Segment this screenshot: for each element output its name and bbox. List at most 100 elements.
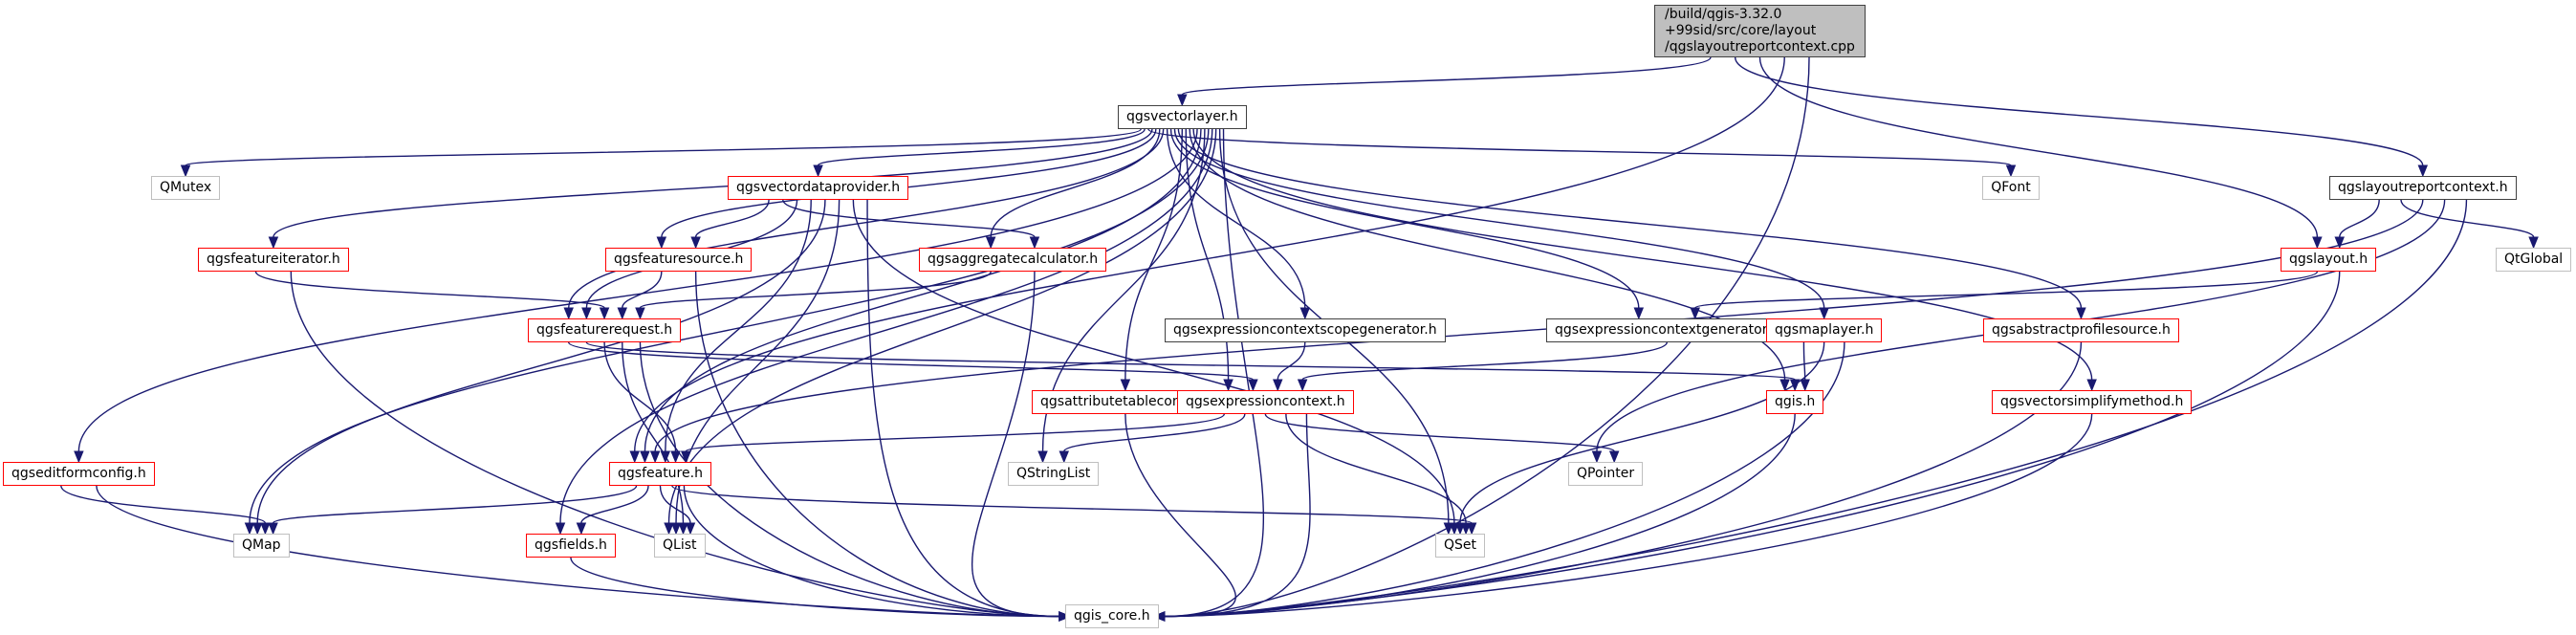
node-label: QSet	[1444, 537, 1477, 553]
edge-qgsvectorlayer-to-qgsfeatureiterator	[273, 128, 1153, 238]
arrowhead-icon	[2417, 164, 2429, 178]
node-qpointer[interactable]: QPointer	[1568, 462, 1644, 486]
node-label: qgsexpressioncontextgenerator.h	[1555, 322, 1779, 338]
edge-qgsfeatureiterator-to-qgis_core	[290, 271, 1059, 618]
edge-root-to-qgslayout	[1758, 56, 2319, 238]
node-qgseditformconfig[interactable]: qgseditformconfig.h	[3, 462, 155, 486]
node-label: qgsaggregatecalculator.h	[928, 252, 1099, 267]
arrowhead-icon	[656, 236, 667, 250]
edge-qgsvectorsimplifymethod-to-qgis_core	[1164, 413, 2093, 618]
edge-root-to-qgsfeature	[634, 56, 1785, 452]
edge-qgslayoutreportcontext-to-qgslayout	[2339, 199, 2380, 238]
edge-qgsvectorlayer-to-qgsvectordataprovider	[817, 128, 1146, 166]
edge-qgsfeaturerequest-to-qgsfeature	[603, 341, 677, 452]
edge-qgsfields-to-qgis_core	[570, 557, 1059, 618]
edge-qgsvectorlayer-to-qgsfields	[559, 128, 1213, 524]
arrowhead-icon	[1152, 611, 1166, 622]
edge-qgslayout-to-qgsexpressioncontextgenerator	[1694, 271, 2319, 309]
node-qset[interactable]: QSet	[1435, 534, 1486, 558]
node-qgsfields[interactable]: qgsfields.h	[526, 534, 616, 558]
node-qlist[interactable]: QList	[654, 534, 706, 558]
arrowhead-icon	[1633, 307, 1645, 320]
node-qgsexpressioncontextscopegenerator[interactable]: qgsexpressioncontextscopegenerator.h	[1165, 318, 1446, 342]
node-label: qgsmaplayer.h	[1775, 322, 1874, 338]
arrowhead-icon	[2076, 307, 2086, 320]
node-qgsvectorsimplifymethod[interactable]: qgsvectorsimplifymethod.h	[1992, 390, 2193, 414]
edge-qgslayoutreportcontext-to-QtGlobal	[2400, 199, 2535, 238]
arrowhead-icon	[617, 307, 628, 320]
node-label-line: /qgslayoutreportcontext.cpp	[1665, 39, 1855, 55]
arrowhead-icon	[664, 522, 674, 536]
arrowhead-icon	[629, 450, 640, 464]
node-label: qgsfields.h	[535, 537, 607, 553]
arrowhead-icon	[2528, 236, 2539, 250]
edge-qgsvectorlayer-to-QFont	[1147, 128, 2012, 166]
node-label: QPointer	[1577, 466, 1635, 481]
arrowhead-icon	[1177, 94, 1188, 107]
node-label: qgsfeaturerequest.h	[536, 322, 673, 338]
node-label: QStringList	[1016, 466, 1091, 481]
edge-qgsfeature-to-qgsfields	[580, 485, 649, 524]
node-root[interactable]: /build/qgis-3.32.0+99sid/src/core/layout…	[1654, 5, 1866, 57]
edge-qgsvectorlayer-to-QList	[667, 128, 1217, 524]
node-qgslayoutreportcontext[interactable]: qgslayoutreportcontext.h	[2329, 176, 2517, 200]
arrowhead-icon	[635, 307, 645, 320]
node-qgsexpressioncontextgenerator[interactable]: qgsexpressioncontextgenerator.h	[1546, 318, 1788, 342]
node-label: qgsabstractprofilesource.h	[1992, 322, 2171, 338]
edge-qgsvectorlayer-to-qgsexpressioncontextscopegenerator	[1166, 128, 1306, 309]
edge-qgsmaplayer-to-qgis_core	[1164, 341, 1845, 618]
node-qgis[interactable]: qgis.h	[1766, 390, 1824, 414]
node-qgsfeaturerequest[interactable]: qgsfeaturerequest.h	[528, 318, 682, 342]
edge-qgsfeature-to-QMap	[272, 485, 638, 524]
node-qstringlist[interactable]: QStringList	[1008, 462, 1100, 486]
node-qgsvectorlayer[interactable]: qgsvectorlayer.h	[1118, 105, 1247, 129]
edge-qgsvectordataprovider-to-QMap	[256, 199, 826, 524]
node-qgsabstractprofilesource[interactable]: qgsabstractprofilesource.h	[1983, 318, 2179, 342]
edge-qgsmaplayer-to-QSet	[1459, 341, 1825, 524]
node-label: qgsfeaturesource.h	[614, 252, 744, 267]
arrowhead-icon	[1029, 236, 1040, 250]
node-qgslayout[interactable]: qgslayout.h	[2281, 248, 2377, 272]
edge-qgsvectorlayer-to-QMutex	[185, 128, 1142, 166]
edge-qgsattributetableconfig-to-qgis_core	[1124, 413, 1236, 618]
node-qmutex[interactable]: QMutex	[151, 176, 221, 200]
arrowhead-icon	[985, 236, 996, 250]
node-label: qgslayoutreportcontext.h	[2338, 180, 2508, 195]
node-qgsfeature[interactable]: qgsfeature.h	[609, 462, 711, 486]
node-qgsfeatureiterator[interactable]: qgsfeatureiterator.h	[198, 248, 349, 272]
arrowhead-icon	[180, 164, 191, 178]
node-label: qgsattributetableconfig.h	[1040, 394, 1211, 409]
node-qgsmaplayer[interactable]: qgsmaplayer.h	[1766, 318, 1883, 342]
node-qgsaggregatecalculator[interactable]: qgsaggregatecalculator.h	[919, 248, 1107, 272]
node-qmap[interactable]: QMap	[233, 534, 290, 558]
arrowhead-icon	[1037, 450, 1048, 464]
node-qgsfeaturesource[interactable]: qgsfeaturesource.h	[605, 248, 753, 272]
arrowhead-icon	[555, 522, 566, 536]
edge-qgsvectordataprovider-to-qgsfeaturesource	[694, 199, 770, 238]
node-qgsexpressioncontext[interactable]: qgsexpressioncontext.h	[1177, 390, 1354, 414]
node-label: qgis.h	[1775, 394, 1816, 409]
edge-qgsaggregatecalculator-to-qgis_core	[971, 271, 1059, 618]
edge-qgsfeaturesource-to-qgsfeaturerequest	[622, 271, 663, 309]
node-qfont[interactable]: QFont	[1982, 176, 2040, 200]
node-qgis-core[interactable]: qgis_core.h	[1065, 604, 1159, 628]
arrowhead-icon	[1059, 611, 1072, 622]
node-label: QMutex	[160, 180, 212, 195]
arrowhead-icon	[599, 307, 610, 320]
edge-qgsexpressioncontextscopegenerator-to-qgsexpressioncontext	[1277, 341, 1306, 381]
node-label-line: /build/qgis-3.32.0	[1665, 7, 1782, 22]
arrowhead-icon	[680, 450, 691, 464]
arrowhead-icon	[1591, 450, 1603, 464]
arrowhead-icon	[268, 522, 278, 536]
arrowhead-icon	[2334, 236, 2345, 250]
edge-qgsvectordataprovider-to-qgsaggregatecalculator	[782, 199, 1036, 238]
arrowhead-icon	[2312, 236, 2323, 250]
node-label: qgsvectorlayer.h	[1126, 109, 1238, 124]
edge-qgsaggregatecalculator-to-qgsfeaturerequest	[639, 271, 992, 309]
edge-qgsvectorlayer-to-qgsaggregatecalculator	[990, 128, 1161, 238]
node-qtglobal[interactable]: QtGlobal	[2496, 248, 2572, 272]
edge-qgsfeature-to-qgis_core	[683, 485, 1059, 618]
node-qgsvectordataprovider[interactable]: qgsvectordataprovider.h	[728, 176, 909, 200]
edge-qgsexpressioncontext-to-QSet	[1285, 413, 1467, 524]
